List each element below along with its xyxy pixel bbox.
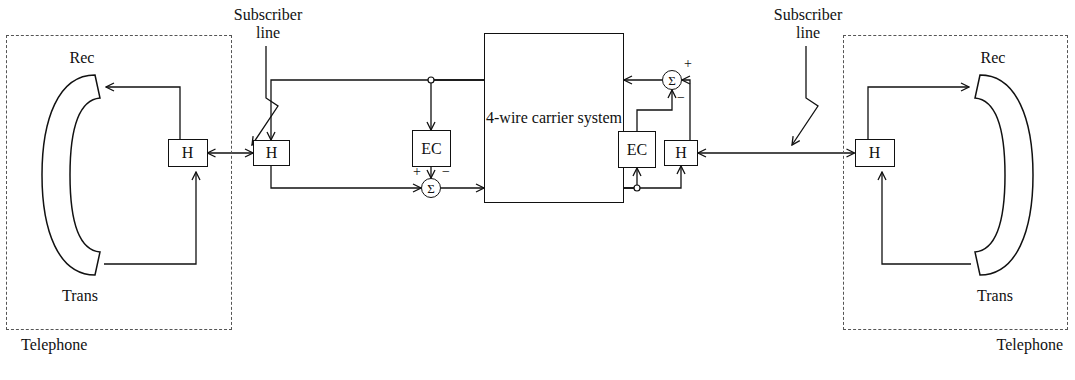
telephone-box: TelephoneH (843, 35, 1068, 330)
junction-dot (428, 77, 434, 83)
hybrid-box: H (168, 139, 208, 167)
signal-line (624, 79, 662, 80)
receive-wire (868, 87, 969, 139)
signal-line (698, 152, 855, 153)
node-text: EC (627, 140, 647, 159)
leader-line (252, 46, 278, 145)
junction-dot (634, 185, 640, 191)
hybrid-box: H (664, 140, 698, 166)
part-label: Trans (62, 287, 98, 305)
sign-label: − (442, 164, 450, 180)
receive-wire (106, 87, 180, 139)
node-text: Telephone (997, 335, 1063, 354)
hybrid-box: H (253, 140, 290, 166)
signal-line (430, 167, 431, 178)
summer-circle: Σ (662, 70, 682, 90)
node-text: EC (421, 139, 441, 158)
line-label: Subscriber line (228, 6, 308, 43)
node-text: Σ (427, 182, 435, 195)
carrier-system-box: 4-wire carrier system (484, 33, 624, 203)
signal-line (637, 90, 672, 131)
transmit-wire (882, 172, 971, 264)
part-label: Rec (981, 49, 1006, 67)
node-text: H (675, 143, 687, 162)
line-label: Subscriber line (768, 6, 848, 43)
signal-line (271, 166, 421, 188)
node-text: Telephone (21, 335, 87, 354)
hybrid-box: H (855, 139, 895, 167)
part-label: Rec (70, 49, 95, 67)
signal-line (624, 166, 681, 188)
node-text: H (266, 143, 278, 162)
node-text: 4-wire carrier system (486, 108, 622, 127)
sign-label: − (677, 90, 685, 106)
telephone-box: TelephoneH (6, 35, 232, 330)
sign-label: + (684, 56, 692, 72)
echo-canceller-box: EC (618, 131, 656, 168)
signal-line (441, 187, 484, 188)
signal-line (682, 80, 690, 140)
signal-line (271, 80, 484, 140)
signal-line (208, 152, 254, 153)
part-label: Trans (977, 287, 1013, 305)
transmit-wire (104, 172, 196, 264)
sign-label: + (413, 164, 421, 180)
leader-line (792, 46, 818, 145)
handset-left (42, 75, 100, 275)
node-text: Σ (668, 74, 676, 87)
handset (975, 75, 1033, 275)
signal-line (431, 80, 484, 130)
handset (42, 75, 100, 275)
handset-right (975, 75, 1033, 275)
echo-canceller-box: EC (412, 130, 451, 167)
summer-circle: Σ (421, 178, 441, 198)
node-text: H (869, 143, 881, 162)
node-text: H (182, 143, 194, 162)
